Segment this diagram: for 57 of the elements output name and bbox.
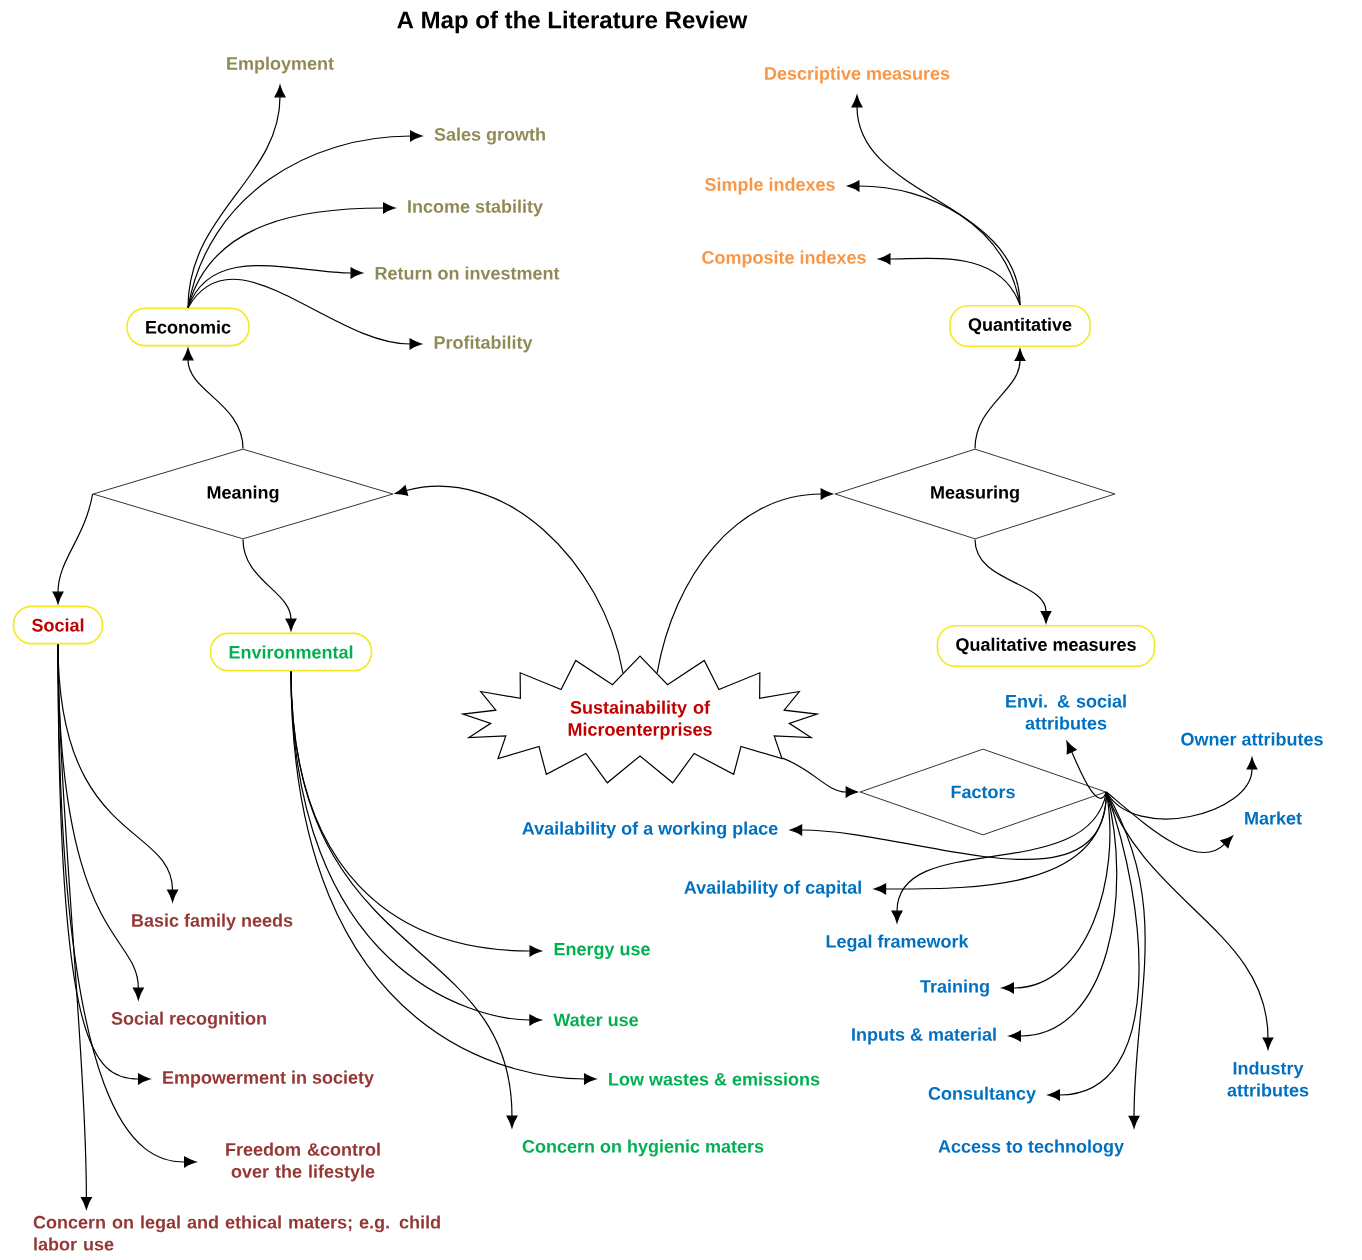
arrow <box>974 538 1052 624</box>
outlined-label: Social <box>12 605 104 645</box>
outlined-label: Quantitative <box>949 304 1091 348</box>
arrow <box>187 85 286 309</box>
arrow <box>891 791 1107 923</box>
outlined-label: Economic <box>126 307 250 347</box>
diamond-box: Measuring <box>834 448 1116 540</box>
arrow <box>1066 741 1107 799</box>
branch-label: Market <box>1245 811 1302 825</box>
arrow <box>394 485 624 674</box>
branch-label: Social recognition <box>111 1011 266 1029</box>
arrow <box>1105 791 1146 1129</box>
title: A Map of the Literature Review <box>397 10 748 34</box>
branch-label: Freedom &control over the lifestyle <box>226 1142 380 1182</box>
branch-label: Low wastes & emissions <box>609 1072 820 1086</box>
outlined-label: Environmental <box>209 632 373 672</box>
branch-label: Envi. & social attributes <box>1006 694 1126 730</box>
arrow <box>187 264 363 309</box>
arrow <box>974 348 1026 450</box>
branch-label: Descriptive measures <box>765 66 950 84</box>
branch-label: Employment <box>227 56 334 74</box>
arrow <box>656 488 833 674</box>
arrow <box>57 643 92 1210</box>
branch-label: Training <box>920 979 989 997</box>
branch-label: Availability of a working place <box>522 821 778 839</box>
branch-label: Profitability <box>434 335 533 353</box>
arrow <box>187 278 422 350</box>
outlined-label: Qualitative measures <box>936 624 1156 668</box>
arrow <box>182 348 244 450</box>
branch-label: Composite indexes <box>702 250 866 268</box>
arrow <box>52 493 94 604</box>
arrow <box>781 757 858 798</box>
arrow <box>851 95 1021 306</box>
branch-label: Owner attributes <box>1181 732 1323 746</box>
arrow <box>290 670 518 1128</box>
branch-label: Simple indexes <box>705 177 835 195</box>
arrow <box>1105 791 1234 853</box>
diamond-box: Factors <box>859 748 1107 836</box>
branch-label: Water use <box>553 1013 639 1027</box>
arrow <box>1008 791 1118 1042</box>
branch-label: Basic family needs <box>132 913 293 931</box>
arrow <box>878 253 1021 306</box>
branch-label: Income stability <box>408 199 543 217</box>
branch-label: Availability of capital <box>684 880 861 898</box>
branch-label: Empowerment in society <box>163 1070 374 1088</box>
branch-label: Concern on legal and ethical maters; e.g. child labor use <box>33 1215 440 1251</box>
branch-label: Industry attributes <box>1227 1061 1309 1097</box>
branch-label: Inputs & material <box>852 1027 996 1045</box>
branch-label: Energy use <box>554 942 650 960</box>
branch-label: Return on investment <box>375 266 560 280</box>
branch-label: Access to technology <box>938 1139 1124 1157</box>
diamond-box: Meaning <box>92 448 394 540</box>
branch-label: Sales growth <box>434 127 545 145</box>
arrow <box>242 538 297 631</box>
branch-label: Consultancy <box>928 1086 1036 1104</box>
branch-label: Concern on hygienic maters <box>522 1139 764 1157</box>
branch-label: Legal framework <box>826 934 969 952</box>
